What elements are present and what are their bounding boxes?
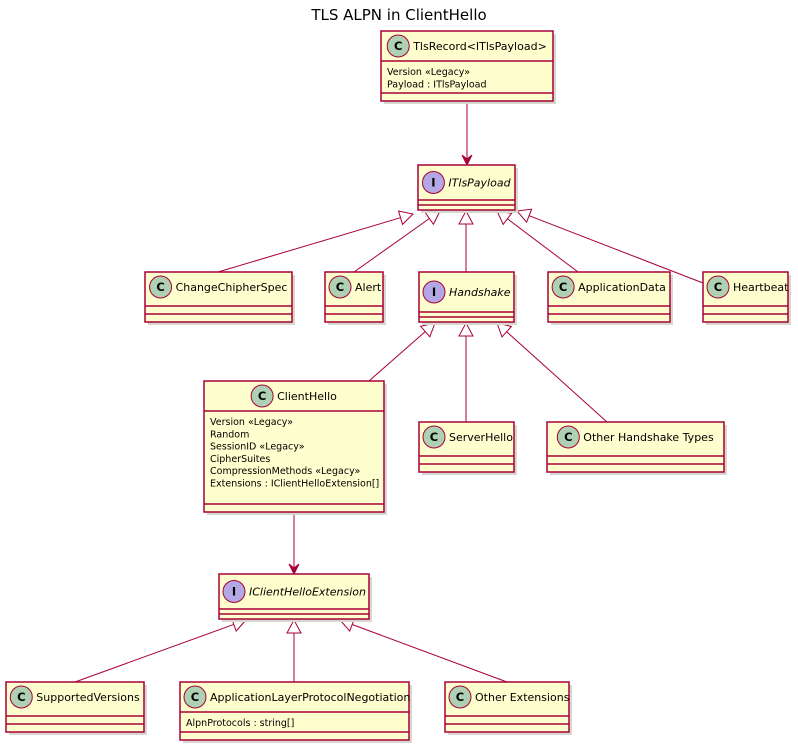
edge-tlsrecord-to-itlspayload (461, 101, 473, 167)
edge-clienthello-to-iclienthelloext (288, 512, 300, 576)
stereotype-letter: C (714, 280, 722, 294)
edge-clienthello-to-handshake (368, 322, 436, 382)
node-name: ApplicationData (578, 281, 666, 294)
interface-stereotype-icon (422, 280, 446, 304)
node-handshake[interactable]: I Handshake (418, 271, 517, 325)
class-stereotype-icon (149, 275, 173, 299)
stereotype-letter: C (191, 690, 199, 704)
node-name: Alert (355, 281, 382, 294)
class-stereotype-icon (328, 275, 352, 299)
stereotype-letter: C (456, 690, 464, 704)
node-name: ClientHello (277, 390, 337, 403)
stereotype-letter: I (432, 285, 436, 299)
stereotype-letter: C (430, 430, 438, 444)
node-heartbeat[interactable]: C Heartbeat (702, 271, 791, 325)
node-name: Other Extensions (475, 691, 570, 704)
class-stereotype-icon (551, 275, 575, 299)
stereotype-letter: C (17, 690, 25, 704)
edge-otherhandshake-to-handshake (496, 322, 608, 423)
realization-arrowhead (516, 208, 533, 224)
edge-handshake-to-itlspayload (458, 209, 474, 272)
realization-arrowhead (397, 210, 415, 226)
edge-supportedversions-to-iclienthelloext (74, 617, 247, 683)
node-changecipherspec[interactable]: C ChangeChipherSpec (144, 271, 295, 325)
node-name: ApplicationLayerProtocolNegotiation (210, 691, 410, 704)
interface-stereotype-icon (222, 580, 246, 603)
edge-applicationdata-to-itlspayload (496, 210, 579, 273)
node-box (203, 380, 385, 513)
node-otherextensions[interactable]: C Other Extensions (444, 681, 572, 735)
node-serverhello[interactable]: C ServerHello (418, 421, 517, 475)
edge-otherextensions-to-iclienthelloext (339, 617, 508, 683)
class-stereotype-icon (448, 685, 472, 709)
node-alpn[interactable]: C ApplicationLayerProtocolNegotiationAlpn… (179, 681, 412, 743)
stereotype-letter: I (431, 176, 435, 190)
node-tlsrecord[interactable]: C TlsRecord<ITlsPayload> Version «Legacy»P… (380, 30, 556, 104)
class-stereotype-icon (556, 425, 580, 449)
member-2: SessionID «Legacy» (210, 442, 305, 453)
member-3: CipherSuites (210, 454, 270, 465)
class-stereotype-icon (183, 685, 207, 709)
node-itlspayload[interactable]: I ITlsPayload (417, 164, 518, 213)
node-name: TlsRecord<ITlsPayload> (412, 40, 547, 53)
stereotype-letter: C (559, 280, 567, 294)
realization-arrowhead (286, 618, 302, 634)
stereotype-letter: C (394, 39, 402, 53)
edge-heartbeat-to-itlspayload (516, 208, 704, 284)
node-supportedversions[interactable]: C SupportedVersions (5, 681, 147, 735)
edges (74, 101, 704, 683)
node-box (380, 30, 554, 102)
node-iclienthelloext[interactable]: I IClientHelloExtension (218, 573, 372, 622)
edge-alert-to-itlspayload (353, 210, 441, 273)
node-name: Heartbeat (733, 281, 789, 294)
association-arrowhead (461, 154, 473, 167)
member-5: Extensions : IClientHelloExtension[] (210, 479, 379, 490)
node-otherhandshake[interactable]: C Other Handshake Types (546, 421, 727, 475)
class-stereotype-icon (706, 275, 730, 299)
edge-changecipherspec-to-itlspayload (217, 210, 415, 273)
edge-alpn-to-iclienthelloext (286, 618, 302, 682)
node-name: IClientHelloExtension (249, 586, 366, 599)
stereotype-letter: C (156, 280, 164, 294)
member-0: Version «Legacy» (210, 417, 293, 428)
node-applicationdata[interactable]: C ApplicationData (547, 271, 673, 325)
stereotype-letter: C (258, 389, 266, 403)
stereotype-letter: I (232, 585, 236, 599)
realization-arrowhead (458, 321, 474, 337)
member-1: Random (210, 429, 249, 440)
realization-arrowhead (419, 322, 436, 338)
class-stereotype-icon (422, 425, 446, 449)
member-4: CompressionMethods «Legacy» (210, 466, 361, 477)
node-box (179, 681, 410, 741)
class-stereotype-icon (9, 685, 33, 709)
member-0: AlpnProtocols : string[] (186, 718, 294, 729)
diagram-title: TLS ALPN in ClientHello (310, 6, 486, 24)
node-name: ITlsPayload (448, 177, 511, 190)
stereotype-letter: C (564, 430, 572, 444)
node-name: Handshake (449, 286, 511, 299)
node-name: Other Handshake Types (583, 431, 714, 444)
realization-arrowhead (496, 210, 513, 226)
node-name: ServerHello (449, 431, 513, 444)
class-stereotype-icon (386, 34, 410, 58)
node-alert[interactable]: C Alert (324, 271, 386, 325)
edge-serverhello-to-handshake (458, 321, 474, 422)
class-stereotype-icon (250, 384, 274, 408)
member-1: Payload : ITlsPayload (387, 79, 487, 90)
association-arrowhead (288, 563, 300, 576)
node-name: ChangeChipherSpec (176, 281, 288, 294)
stereotype-letter: C (336, 280, 344, 294)
interface-stereotype-icon (421, 171, 445, 194)
realization-arrowhead (496, 322, 513, 338)
realization-arrowhead (458, 209, 474, 225)
member-0: Version «Legacy» (387, 67, 470, 78)
node-name: SupportedVersions (36, 691, 140, 704)
